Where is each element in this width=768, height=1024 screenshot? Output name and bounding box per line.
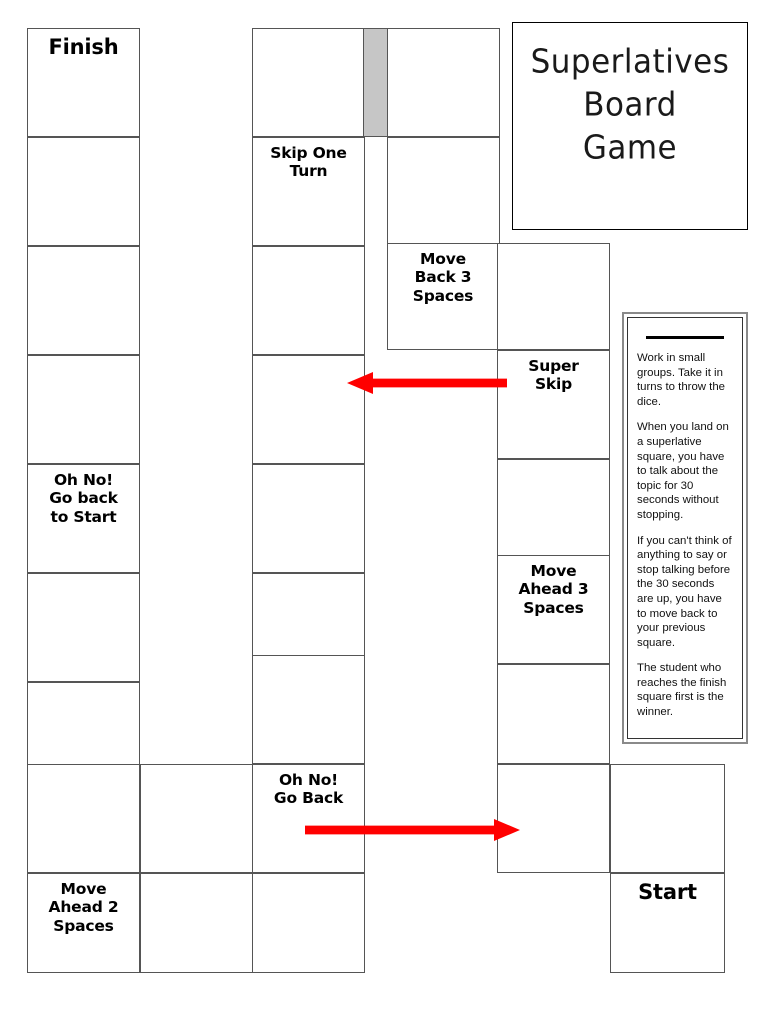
rules-divider-line — [645, 336, 725, 339]
board-cell-mid-r7[interactable] — [252, 655, 365, 764]
board-cell-right-r3[interactable] — [497, 459, 610, 568]
board-cell-right-r1[interactable] — [497, 243, 610, 350]
board-cell-right-r6[interactable] — [497, 764, 610, 873]
board-cell-mid-top[interactable] — [252, 28, 365, 137]
gray-marker-block — [363, 28, 388, 137]
arrow-left-icon — [347, 372, 507, 394]
board-cell-label: Skip One Turn — [270, 144, 347, 181]
board-cell-move-ahead-3[interactable]: Move Ahead 3 Spaces — [497, 555, 610, 664]
rules-card-inner: Work in small groups. Take it in turns t… — [627, 317, 743, 739]
board-cell-mid-r9[interactable] — [252, 873, 365, 973]
board-cell-label: Oh No! Go Back — [273, 771, 344, 808]
board-cell-super-skip[interactable]: Super Skip — [497, 350, 610, 459]
board-cell-move-back-3[interactable]: Move Back 3 Spaces — [387, 243, 499, 350]
board-cell-col4-top[interactable] — [387, 28, 500, 137]
board-cell-left-r8[interactable] — [27, 764, 140, 873]
board-cell-mid-r4[interactable] — [252, 355, 365, 464]
board-cell-left-r3[interactable] — [27, 246, 140, 355]
rules-card: Work in small groups. Take it in turns t… — [622, 312, 748, 744]
title-line-2: Board — [583, 85, 677, 124]
board-cell-move-ahead-2[interactable]: Move Ahead 2 Spaces — [27, 873, 140, 973]
arrow-right-icon — [305, 819, 520, 841]
board-cell-finish[interactable]: Finish — [27, 28, 140, 137]
board-cell-skip-one-turn[interactable]: Skip One Turn — [252, 137, 365, 246]
board-cell-col4-r2[interactable] — [387, 137, 500, 246]
board-cell-oh-no-start[interactable]: Oh No! Go back to Start — [27, 464, 140, 573]
board-cell-start-above[interactable] — [610, 764, 725, 873]
rules-paragraph-2: When you land on a superlative square, y… — [637, 421, 729, 521]
board-cell-label: Super Skip — [528, 357, 579, 394]
board-cell-left-r4[interactable] — [27, 355, 140, 464]
board-cell-start[interactable]: Start — [610, 873, 725, 973]
title-card: Superlatives Board Game — [512, 22, 748, 230]
board-cell-label: Move Back 3 Spaces — [412, 250, 474, 305]
rules-paragraph-1: Work in small groups. Take it in turns t… — [637, 352, 726, 408]
board-cell-left-r6[interactable] — [27, 573, 140, 682]
board-cell-label: Finish — [48, 35, 119, 59]
title-line-1: Superlatives — [530, 42, 730, 82]
board-cell-right-r5[interactable] — [497, 664, 610, 764]
board-cell-label: Oh No! Go back to Start — [49, 471, 118, 526]
board-cell-label: Move Ahead 2 Spaces — [48, 880, 119, 935]
board-cell-mid-r3[interactable] — [252, 246, 365, 355]
board-cell-bottom-c2b[interactable] — [140, 873, 253, 973]
board-cell-left-r2[interactable] — [27, 137, 140, 246]
rules-paragraph-4: The student who reaches the finish squar… — [637, 662, 727, 719]
title-line-3: Game — [582, 128, 678, 167]
rules-paragraph-3: If you can't think of anything to say or… — [637, 534, 732, 649]
board-cell-label: Move Ahead 3 Spaces — [518, 562, 589, 617]
board-cell-bottom-c2[interactable] — [140, 764, 253, 873]
board-cell-mid-r5[interactable] — [252, 464, 365, 573]
board-cell-oh-no-go-back[interactable]: Oh No! Go Back — [252, 764, 365, 873]
board-cell-label: Start — [638, 880, 697, 904]
